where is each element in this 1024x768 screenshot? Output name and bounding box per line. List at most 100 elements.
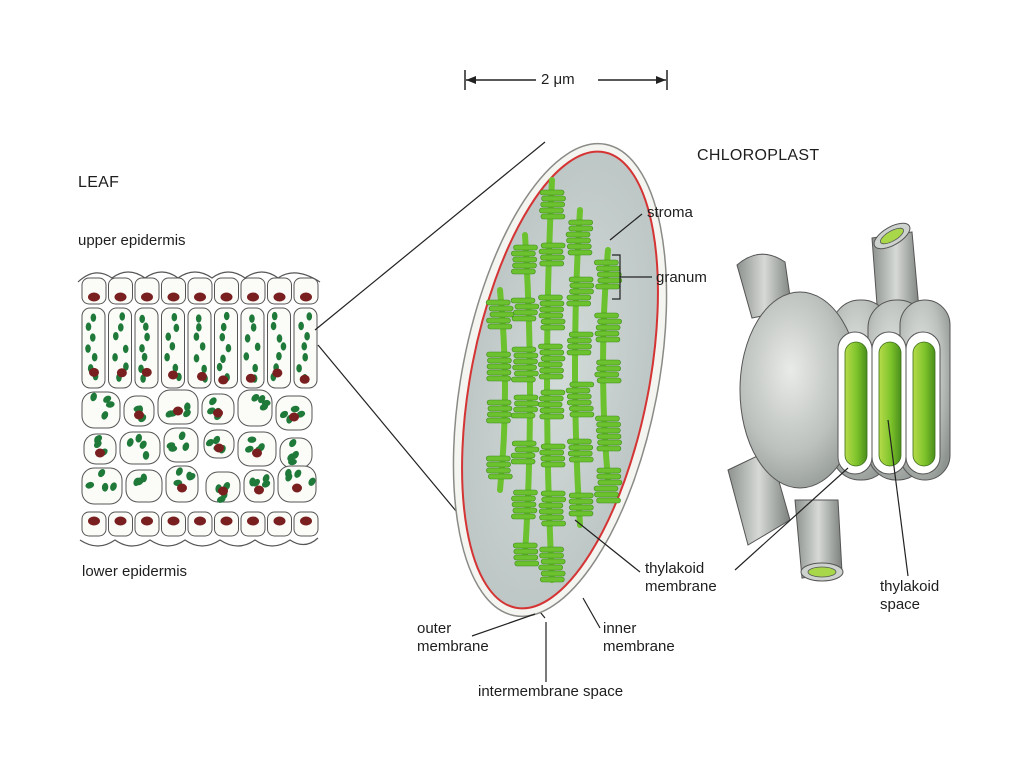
thylakoid-disc [488,473,513,480]
thylakoid-disc [540,570,566,577]
nucleus [141,292,153,302]
nucleus [252,448,262,458]
thylakoid-disc [510,412,536,419]
palisade-cell [240,307,265,389]
thylakoid-disc [540,490,566,497]
nucleus [114,292,127,302]
chloroplast-dot [98,468,106,478]
thylakoid-disc [512,364,537,371]
thylakoid-disc [486,363,512,370]
chloroplast-dot [193,332,200,341]
thylakoid-disc [596,359,621,366]
thylakoid-disc [566,237,591,244]
thylakoid-space-label-line1: thylakoid [880,578,940,595]
nucleus [88,292,100,302]
chloroplast-dot [91,353,98,362]
chloroplast-dot [280,342,287,351]
thylakoid-disc [540,213,566,220]
chloroplast-dot [135,433,143,443]
thylakoid-disc [596,427,621,434]
thylakoid-disc [568,225,594,232]
chloroplast-dot [196,323,202,332]
thylakoid-disc [540,318,566,325]
thylakoid-disc [568,444,594,451]
nucleus [141,516,153,526]
inner-membrane-label-line1: inner [603,620,637,637]
chloroplast-dot [262,474,270,483]
chloroplast-dot [140,473,147,483]
thylakoid-disc [511,495,536,502]
thylakoid-disc [595,283,620,290]
chloroplast-dot [117,323,124,332]
thylakoid-disc [596,467,622,474]
nucleus [177,483,187,493]
chloroplast-dot [250,323,257,332]
scale-bar [464,70,668,90]
outer-membrane-label: outer membrane [417,620,489,656]
thylakoid-disc [567,450,593,457]
thylakoid-disc [511,513,536,520]
chloroplast-dot [165,332,172,341]
thylakoid-disc [486,461,511,468]
nucleus [214,443,224,453]
thylakoid-disc [566,399,592,406]
thylakoid-disc [510,458,536,465]
thylakoid-disc [568,492,594,499]
thylakoid-disc [540,201,565,208]
thylakoid-disc [513,352,539,359]
thylakoid-disc [596,473,622,480]
thylakoid-disc [566,294,592,301]
chloroplast-dot [261,480,271,488]
thylakoid-disc [513,554,539,561]
thylakoid-disc [539,260,565,267]
thylakoid-disc [596,497,621,504]
inner-membrane-label: inner membrane [603,620,675,656]
chloroplast-dot [247,436,257,443]
thylakoid-disc [594,312,619,319]
nucleus [116,368,127,378]
upper-epidermis-cell [214,277,239,305]
thylakoid-disc [511,376,536,383]
thylakoid-disc [539,207,564,214]
chloroplast-dot [195,314,202,323]
thylakoid-disc [539,514,564,521]
thylakoid-disc [595,336,621,343]
thylakoid-disc [539,576,565,583]
thylakoid-disc [511,440,537,447]
chloroplast-dot [213,435,221,445]
chloroplast-dot [276,334,283,343]
upper-epidermis-cell [134,277,160,305]
thylakoid-disc [568,331,594,338]
thylakoid-disc [540,558,566,565]
thylakoid-disc [513,406,538,413]
upper-epidermis-outline [77,271,321,283]
grana-stacks [485,177,623,583]
thylakoid-disc [538,502,564,509]
nucleus [292,483,302,493]
nucleus [273,516,286,526]
chloroplast-dot [243,352,250,361]
thylakoid-disc [568,456,594,463]
chloroplast-dot [193,354,200,363]
thylakoid-disc [538,508,564,515]
thylakoid-space-label: thylakoid space [880,578,939,614]
nucleus [141,367,152,377]
thylakoid-disc [487,323,513,330]
thylakoid-disc [489,311,515,318]
thylakoid-disc [540,443,566,450]
thylakoid-disc [487,405,513,412]
thylakoid-disc [595,415,620,422]
thylakoid-disc [596,377,622,384]
thylakoid-disc [511,346,537,353]
chloroplast-dot [182,442,190,451]
upper-epidermis-cell [81,277,107,305]
thylakoid-membrane-label: thylakoid membrane [645,560,717,596]
nucleus [168,370,179,380]
thylakoid-disc [487,411,512,418]
thylakoid-disc [510,452,536,459]
thylakoid-disc [511,268,536,275]
spongy-cell [81,467,123,505]
chloroplast-dot [85,344,91,353]
thylakoid-disc [539,552,564,559]
